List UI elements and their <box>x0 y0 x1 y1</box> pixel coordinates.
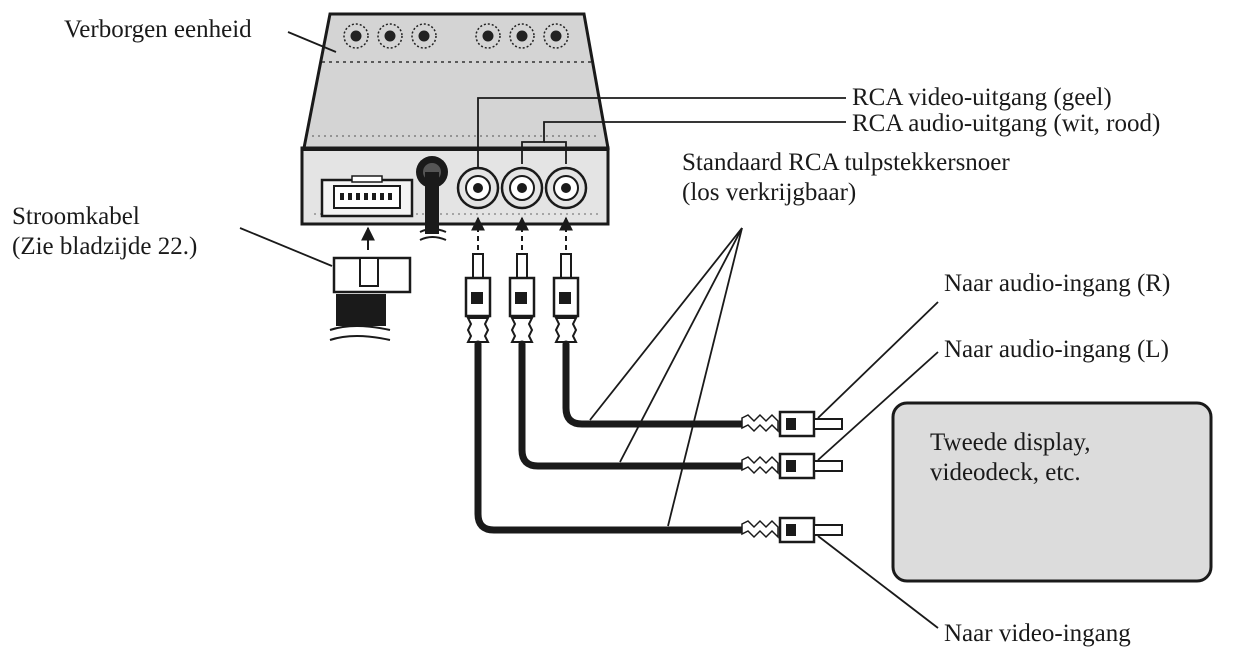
label-power-cable-line2: (Zie bladzijde 22.) <box>12 233 198 260</box>
label-video-in: Naar video-ingang <box>944 620 1131 647</box>
label-power-cable-line1: Stroomkabel <box>12 203 140 230</box>
label-second-display-line1: Tweede display, <box>930 429 1091 456</box>
grommet <box>416 156 448 241</box>
power-plug <box>329 226 412 341</box>
rca-plugs-vertical <box>464 253 580 343</box>
rca-cables <box>474 340 746 534</box>
power-socket <box>320 175 414 218</box>
leader-lines <box>239 31 939 629</box>
label-audio-in-l: Naar audio-ingang (L) <box>944 336 1169 363</box>
label-rca-video-out: RCA video-uitgang (geel) <box>852 84 1112 111</box>
label-rca-cable-line2: (los verkrijgbaar) <box>682 179 857 206</box>
hidden-unit <box>300 12 610 241</box>
label-hidden-unit: Verborgen eenheid <box>64 16 252 43</box>
label-rca-cable-line1: Standaard RCA tulpstekkersnoer <box>682 149 1010 176</box>
label-second-display-line2: videodeck, etc. <box>930 459 1081 486</box>
label-rca-audio-out: RCA audio-uitgang (wit, rood) <box>852 110 1161 137</box>
second-display-box <box>891 401 1213 583</box>
rca-plugs-horizontal <box>741 410 843 544</box>
vent-holes <box>343 23 569 49</box>
label-audio-in-r: Naar audio-ingang (R) <box>944 270 1171 297</box>
rca-jacks <box>456 166 588 210</box>
